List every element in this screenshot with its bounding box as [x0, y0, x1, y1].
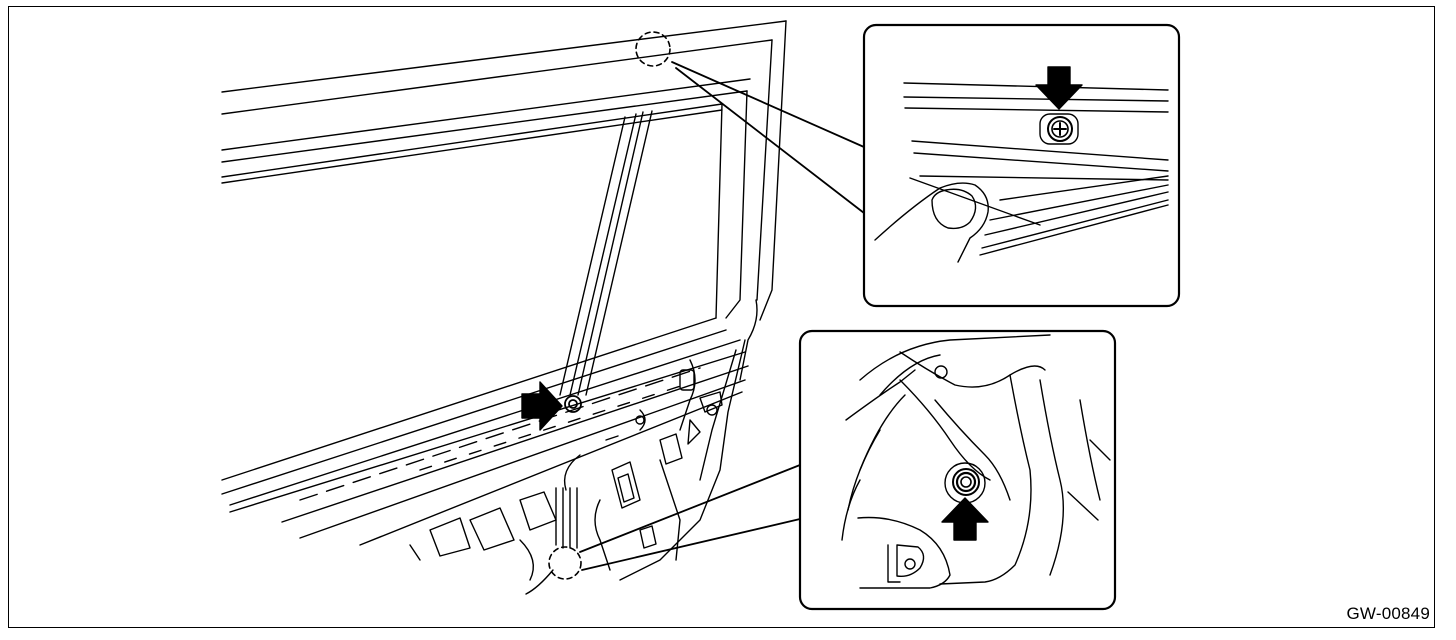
- main-bolt-icon: [564, 395, 582, 413]
- figure-code: GW-00849: [1346, 604, 1430, 623]
- leader-lines: [579, 61, 865, 571]
- callout-circle-bottom: [525, 546, 582, 595]
- inset-bottom: [798, 329, 1117, 611]
- arrow-icon: [1035, 66, 1083, 110]
- arrow-icon: [941, 497, 989, 541]
- figure-frame: [8, 6, 1435, 628]
- door-frame-outline: [221, 20, 787, 546]
- door-inner-panel: [409, 339, 746, 581]
- regulator-rail: [555, 110, 653, 549]
- bolt-icon: [944, 462, 986, 504]
- inset-top: [862, 23, 1181, 308]
- arrow-icon: [521, 381, 563, 431]
- callout-circle-top: [635, 31, 671, 67]
- screw-icon: [1039, 113, 1079, 145]
- inset-bottom-panel-lines: [841, 334, 1111, 589]
- finger-icon: [874, 182, 989, 263]
